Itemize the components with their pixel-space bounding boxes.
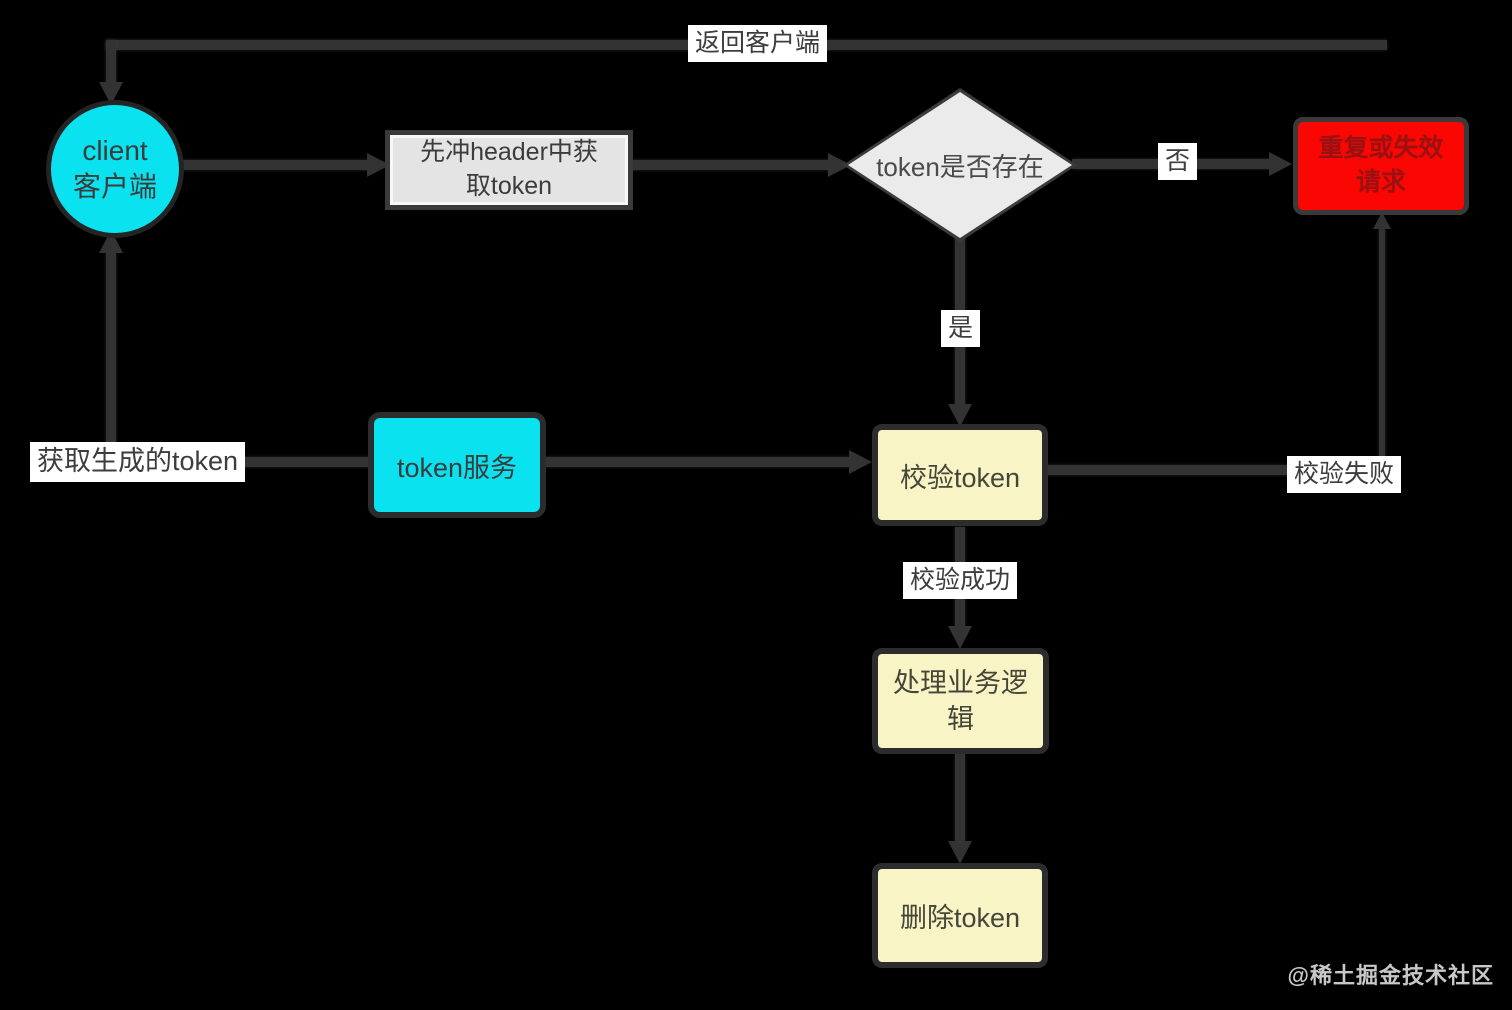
arrowhead-into-invalid-request — [1269, 152, 1292, 176]
node-client: client 客户端 — [46, 100, 184, 238]
invalid-request-line2: 请求 — [1355, 168, 1406, 196]
edge-token-service-to-verify — [544, 457, 850, 467]
fetch-header-label-line1: 先冲header中获 — [420, 138, 598, 167]
edge-return-to-client-vertical — [106, 40, 116, 84]
arrowhead-into-invalid-bottom — [1373, 212, 1391, 229]
edge-client-to-fetch-header — [174, 160, 370, 170]
edge-label-to-token-service — [224, 457, 370, 467]
node-decision-token-exists: token是否存在 — [843, 88, 1077, 242]
node-process-logic: 处理业务逻 辑 — [872, 648, 1049, 754]
node-token-service: token服务 — [368, 412, 546, 518]
edge-label-get-token: 获取生成的token — [30, 442, 246, 482]
decision-diamond-face: token是否存在 — [848, 92, 1072, 238]
edge-label-return-client: 返回客户端 — [688, 25, 828, 63]
fetch-header-label-line2: 取token — [465, 172, 553, 200]
arrowhead-into-fetch-header — [367, 153, 390, 177]
edge-process-to-delete — [955, 753, 965, 842]
token-service-label: token服务 — [396, 452, 518, 483]
verify-token-label: 校验token — [899, 462, 1021, 493]
node-invalid-request: 重复或失效 请求 — [1293, 117, 1469, 215]
client-label-zh: 客户端 — [72, 171, 157, 202]
node-delete-token: 删除token — [872, 863, 1048, 968]
invalid-request-line1: 重复或失效 — [1318, 134, 1444, 163]
arrowhead-into-verify-top — [948, 404, 972, 427]
edge-label-no: 否 — [1158, 143, 1198, 181]
arrowhead-into-delete-token — [948, 841, 972, 864]
arrowhead-into-decision — [828, 153, 851, 177]
edge-label-yes: 是 — [941, 310, 981, 348]
edge-fetch-header-to-decision — [622, 160, 830, 170]
node-verify-token: 校验token — [872, 424, 1048, 526]
delete-token-label: 删除token — [899, 903, 1021, 933]
client-label-en: client — [82, 134, 148, 166]
watermark-juejin-community: @稀土掘金技术社区 — [1287, 963, 1494, 988]
arrowhead-into-verify-left — [849, 450, 872, 474]
process-logic-line1: 处理业务逻 — [893, 667, 1028, 698]
edge-label-verify-success: 校验成功 — [903, 562, 1018, 600]
edge-label-verify-fail: 校验失败 — [1287, 456, 1402, 494]
edge-verify-fail-vertical — [1379, 228, 1385, 458]
process-logic-line2: 辑 — [947, 704, 974, 734]
edge-verify-fail-horizontal — [1047, 465, 1289, 475]
arrowhead-into-process-logic — [948, 626, 972, 649]
arrowhead-into-client-top — [99, 82, 123, 105]
edge-token-to-client-vertical — [106, 252, 116, 445]
node-fetch-header-token: 先冲header中获 取token — [385, 130, 633, 210]
decision-label: token是否存在 — [876, 151, 1044, 182]
